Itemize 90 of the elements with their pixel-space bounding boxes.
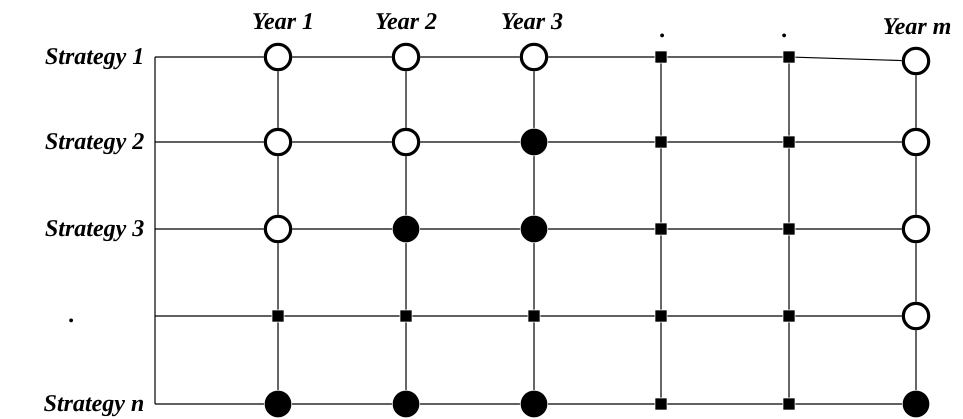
grid-line — [548, 228, 655, 230]
filled-circle — [902, 390, 930, 418]
square-marker — [655, 223, 667, 235]
open-circle — [902, 46, 930, 76]
grid-line — [533, 243, 535, 310]
square-marker — [783, 398, 795, 410]
grid-line — [292, 403, 392, 405]
grid-line — [277, 322, 279, 390]
grid-line — [660, 148, 662, 223]
square-marker — [655, 310, 667, 322]
filled-circle — [520, 216, 548, 242]
square-marker — [783, 136, 795, 148]
open-circle — [392, 42, 420, 72]
square-marker — [272, 310, 284, 322]
grid-line — [667, 315, 783, 317]
grid-line — [548, 141, 655, 143]
filled-circle — [520, 128, 548, 156]
filled-circle — [392, 390, 420, 418]
ellipsis-dot: . — [660, 33, 664, 38]
grid-line — [540, 315, 655, 317]
grid-line — [795, 228, 902, 230]
grid-line — [667, 403, 783, 405]
square-marker — [655, 398, 667, 410]
open-circle — [902, 128, 930, 156]
grid-line — [412, 315, 528, 317]
grid-line — [915, 243, 917, 302]
filled-circle — [264, 390, 292, 418]
grid-line — [795, 141, 902, 143]
grid-line — [788, 322, 790, 398]
column-header: Year 2 — [376, 13, 436, 30]
grid-line — [420, 141, 520, 143]
grid-line — [533, 156, 535, 215]
open-circle — [520, 42, 548, 72]
open-circle — [902, 302, 930, 330]
square-marker — [528, 310, 540, 322]
grid-line — [667, 141, 783, 143]
filled-circle — [520, 390, 548, 418]
grid-line — [420, 56, 520, 58]
grid-line — [667, 56, 783, 58]
grid-line — [548, 403, 655, 405]
column-header: Year 1 — [253, 13, 312, 30]
grid-line — [788, 63, 790, 136]
column-header: Year 3 — [502, 13, 562, 30]
row-label: Strategy 3 — [45, 220, 144, 242]
grid-line — [788, 235, 790, 310]
grid-line — [660, 63, 662, 136]
open-circle — [264, 128, 292, 156]
grid-line — [405, 322, 407, 390]
grid-line — [795, 315, 902, 317]
row-label: Strategy n — [44, 395, 144, 416]
grid-line — [915, 156, 917, 215]
grid-line — [915, 330, 917, 390]
grid-line — [405, 243, 407, 310]
grid-line — [277, 71, 279, 128]
grid-line — [292, 56, 392, 58]
square-marker — [783, 51, 795, 63]
grid-line — [420, 403, 520, 405]
grid-line — [284, 315, 400, 317]
grid-line — [405, 71, 407, 128]
open-circle — [264, 214, 292, 244]
column-header: Year m — [884, 18, 950, 34]
grid-line — [915, 75, 917, 128]
ellipsis-dot: . — [69, 318, 74, 322]
ellipsis-dot: . — [782, 33, 786, 38]
open-circle — [902, 214, 930, 244]
grid-line — [277, 243, 279, 310]
square-marker — [655, 51, 667, 63]
open-circle — [392, 128, 420, 156]
grid-line — [548, 56, 655, 58]
grid-line — [420, 228, 520, 230]
grid-line — [795, 56, 902, 62]
open-circle — [264, 42, 292, 72]
grid-line — [292, 141, 392, 143]
grid-line — [660, 322, 662, 398]
grid-line — [292, 228, 392, 230]
grid-line — [277, 156, 279, 215]
square-marker — [655, 136, 667, 148]
grid-line — [660, 235, 662, 310]
square-marker — [783, 310, 795, 322]
grid-line — [533, 322, 535, 390]
grid-line — [788, 148, 790, 223]
grid-line — [795, 403, 902, 405]
square-marker — [400, 310, 412, 322]
square-marker — [783, 223, 795, 235]
filled-circle — [392, 216, 420, 242]
grid-line — [405, 156, 407, 215]
row-label: Strategy 2 — [45, 133, 144, 154]
grid-line — [533, 71, 535, 128]
grid-line — [667, 228, 783, 230]
row-label: Strategy 1 — [45, 48, 142, 70]
